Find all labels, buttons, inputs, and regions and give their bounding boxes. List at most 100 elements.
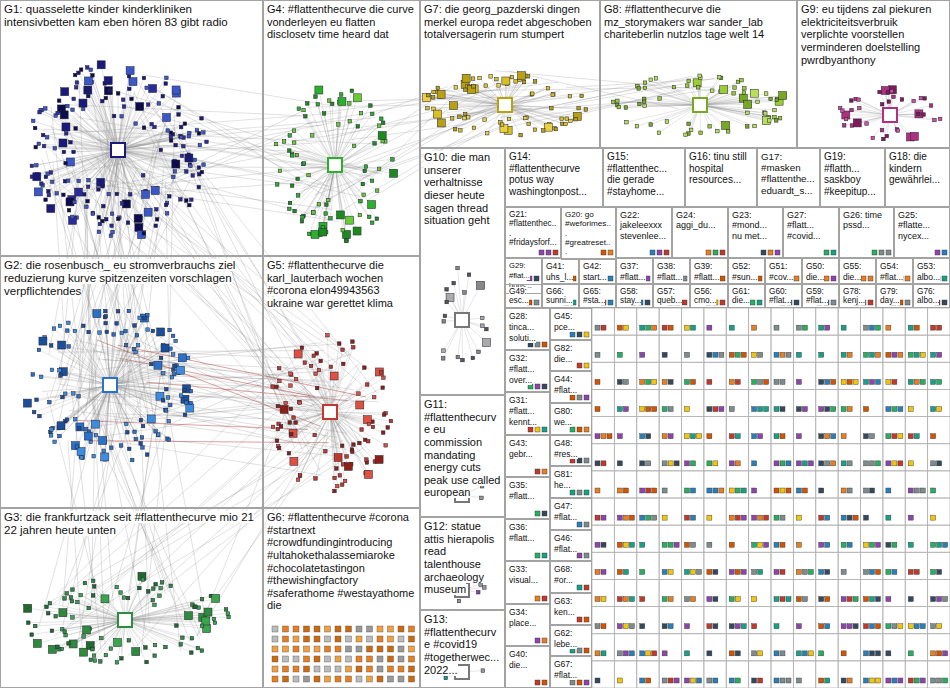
- spoke-line: [110, 385, 191, 391]
- vertex-mark: [93, 659, 97, 663]
- vertex-mark: [381, 139, 385, 143]
- vertex-mark: [278, 379, 282, 383]
- vertex-mark: [104, 653, 108, 657]
- spoke-line: [505, 105, 586, 109]
- spoke-line: [41, 377, 110, 385]
- vertex-mark: [167, 419, 171, 423]
- hub-vertex: [111, 143, 125, 157]
- spoke-line: [65, 598, 125, 620]
- vertex-mark: [35, 398, 39, 402]
- spoke-line: [57, 150, 118, 193]
- vertex-mark: [311, 230, 319, 238]
- vertex-mark: [322, 112, 326, 116]
- spoke-line: [48, 150, 118, 191]
- vertex-mark: [672, 85, 676, 89]
- vertex-mark: [369, 104, 373, 108]
- vertex-mark: [362, 193, 366, 197]
- vertex-mark: [94, 433, 98, 437]
- vertex-mark: [150, 122, 154, 126]
- spoke-line: [319, 90, 335, 165]
- vertex-mark: [882, 137, 886, 141]
- vertex-mark: [97, 216, 101, 220]
- vertex-mark: [86, 199, 90, 203]
- spoke-line: [51, 150, 118, 209]
- spoke-line: [335, 91, 352, 165]
- vertex-mark: [335, 626, 341, 632]
- vertex-mark: [141, 578, 145, 582]
- vertex-mark: [62, 150, 66, 154]
- spoke-line: [110, 385, 147, 455]
- link-line: [111, 408, 173, 600]
- vertex-mark: [389, 419, 393, 423]
- vertex-mark: [85, 205, 89, 209]
- spoke-line: [118, 150, 157, 219]
- vertex-mark: [293, 646, 299, 652]
- vertex-mark: [182, 144, 186, 148]
- vertex-mark: [200, 170, 204, 174]
- vertex-mark: [87, 178, 91, 182]
- vertex-mark: [134, 122, 138, 126]
- vertex-mark: [86, 88, 90, 92]
- vertex-mark: [484, 84, 488, 88]
- vertex-mark: [584, 108, 588, 112]
- vertex-mark: [472, 85, 476, 89]
- vertex-mark: [276, 404, 280, 408]
- spoke-line: [125, 596, 211, 620]
- vertex-mark: [910, 132, 918, 140]
- vertex-mark: [477, 590, 481, 594]
- spoke-line: [118, 150, 182, 156]
- vertex-mark: [350, 450, 354, 454]
- spoke-line: [75, 331, 110, 385]
- vertex-mark: [82, 635, 86, 639]
- vertex-mark: [115, 585, 119, 589]
- spoke-line: [110, 385, 111, 448]
- spoke-line: [118, 150, 175, 161]
- vertex-mark: [135, 334, 139, 338]
- vertex-mark: [137, 231, 145, 239]
- spoke-line: [330, 412, 340, 475]
- vertex-mark: [67, 642, 71, 646]
- vertex-mark: [91, 74, 95, 78]
- vertex-mark: [352, 346, 356, 350]
- vertex-mark: [104, 96, 108, 100]
- spoke-line: [300, 412, 330, 476]
- link-line: [59, 381, 147, 604]
- vertex-mark: [119, 444, 123, 448]
- vertex-mark: [769, 97, 773, 101]
- vertex-mark: [140, 436, 144, 440]
- vertex-mark: [178, 354, 186, 362]
- vertex-mark: [452, 281, 456, 285]
- vertex-mark: [97, 230, 101, 234]
- spoke-line: [330, 412, 348, 466]
- vertex-mark: [164, 203, 168, 207]
- vertex-mark: [72, 150, 76, 154]
- vertex-mark: [398, 636, 404, 642]
- vertex-mark: [152, 587, 156, 591]
- vertex-mark: [109, 647, 113, 651]
- vertex-mark: [124, 329, 128, 333]
- spoke-line: [110, 385, 185, 415]
- vertex-mark: [764, 92, 768, 96]
- vertex-mark: [398, 626, 404, 632]
- spoke-line: [700, 105, 775, 110]
- vertex-mark: [176, 366, 184, 374]
- vertex-mark: [190, 198, 194, 202]
- vertex-mark: [778, 116, 782, 120]
- vertex-mark: [367, 215, 371, 219]
- vertex-mark: [923, 97, 927, 101]
- spoke-line: [330, 412, 366, 473]
- vertex-mark: [294, 377, 298, 381]
- vertex-mark: [329, 365, 333, 369]
- vertex-mark: [437, 119, 445, 127]
- vertex-mark: [756, 100, 760, 104]
- spoke-line: [118, 71, 130, 150]
- vertex-mark: [744, 100, 752, 108]
- vertex-mark: [61, 88, 69, 96]
- link-line: [156, 376, 325, 381]
- vertex-mark: [307, 173, 311, 177]
- vertex-mark: [174, 339, 178, 343]
- vertex-mark: [370, 221, 374, 225]
- vertex-mark: [134, 214, 142, 222]
- spoke-line: [37, 385, 110, 400]
- vertex-mark: [312, 211, 316, 215]
